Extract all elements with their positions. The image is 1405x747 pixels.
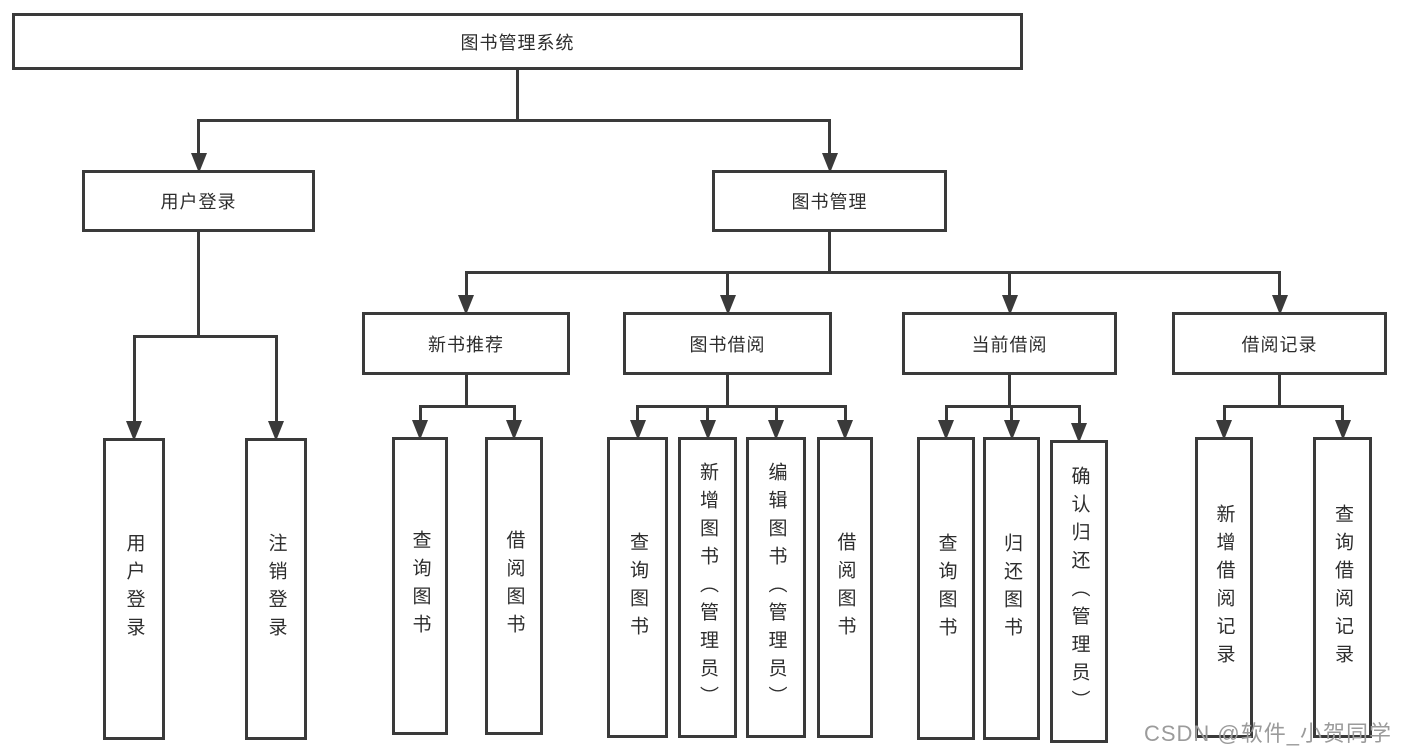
node-bb-query[interactable]: 查询图书 bbox=[607, 437, 668, 738]
node-rec-add-label: 新增借阅记录 bbox=[1213, 503, 1235, 672]
connector-line bbox=[516, 70, 519, 120]
arrowhead-icon bbox=[629, 420, 646, 440]
node-nb-borrow[interactable]: 借阅图书 bbox=[485, 437, 543, 735]
connector-line bbox=[774, 406, 778, 420]
connector-line bbox=[1077, 406, 1081, 423]
connector-line bbox=[726, 375, 729, 406]
node-bb-borrow[interactable]: 借阅图书 bbox=[817, 437, 873, 738]
node-bb-borrow-label: 借阅图书 bbox=[834, 531, 856, 644]
connector-line bbox=[706, 406, 709, 420]
arrowhead-icon bbox=[268, 421, 284, 441]
connector-line bbox=[828, 232, 831, 272]
connector-line bbox=[1278, 272, 1281, 295]
connector-line bbox=[843, 406, 847, 420]
node-cb-return[interactable]: 归还图书 bbox=[983, 437, 1040, 740]
node-cb-confirm-label: 确认归还（管理员） bbox=[1068, 465, 1090, 718]
connector-line bbox=[1222, 406, 1226, 420]
node-bb-edit[interactable]: 编辑图书（管理员） bbox=[746, 437, 806, 738]
connector-line bbox=[828, 120, 831, 153]
node-nb-borrow-label: 借阅图书 bbox=[503, 530, 525, 642]
csdn-watermark: CSDN @软件_小贺同学 bbox=[1143, 721, 1392, 746]
arrowhead-icon bbox=[821, 153, 838, 173]
arrowhead-icon bbox=[1216, 420, 1232, 440]
connector-line bbox=[1008, 375, 1011, 406]
arrowhead-icon bbox=[699, 420, 716, 440]
node-logout[interactable]: 注销登录 bbox=[245, 438, 307, 740]
connector-line bbox=[197, 232, 200, 336]
connector-line bbox=[512, 406, 516, 420]
node-current[interactable]: 当前借阅 bbox=[902, 312, 1117, 375]
connector-line bbox=[274, 336, 278, 421]
node-logout-label: 注销登录 bbox=[265, 533, 287, 645]
connector-line bbox=[464, 270, 1281, 274]
node-records[interactable]: 借阅记录 bbox=[1172, 312, 1387, 375]
node-mgmt[interactable]: 图书管理 bbox=[712, 170, 947, 232]
node-borrow[interactable]: 图书借阅 bbox=[623, 312, 832, 375]
connector-line bbox=[197, 118, 831, 122]
node-nb-query[interactable]: 查询图书 bbox=[392, 437, 448, 735]
node-newbook-label: 新书推荐 bbox=[428, 334, 504, 355]
connector-line bbox=[944, 406, 948, 420]
arrowhead-icon bbox=[768, 420, 784, 440]
arrowhead-icon bbox=[719, 295, 736, 315]
node-cb-query-label: 查询图书 bbox=[935, 532, 957, 645]
node-bb-query-label: 查询图书 bbox=[627, 531, 648, 644]
connector-line bbox=[726, 272, 729, 295]
arrowhead-icon bbox=[506, 420, 522, 440]
connector-line bbox=[1278, 375, 1281, 406]
connector-line bbox=[636, 406, 639, 420]
node-nb-query-label: 查询图书 bbox=[409, 530, 431, 642]
arrowhead-icon bbox=[938, 420, 954, 440]
node-current-label: 当前借阅 bbox=[971, 334, 1048, 355]
connector-line bbox=[1010, 406, 1013, 420]
node-cb-return-label: 归还图书 bbox=[1001, 532, 1022, 645]
arrowhead-icon bbox=[412, 420, 428, 440]
node-rec-add[interactable]: 新增借阅记录 bbox=[1195, 437, 1253, 738]
node-cb-confirm[interactable]: 确认归还（管理员） bbox=[1050, 440, 1108, 743]
arrowhead-icon bbox=[190, 153, 207, 173]
arrowhead-icon bbox=[837, 420, 853, 440]
node-borrow-label: 图书借阅 bbox=[689, 334, 766, 355]
node-root-label: 图书管理系统 bbox=[460, 32, 575, 53]
node-bb-add-label: 新增图书（管理员） bbox=[697, 461, 718, 714]
node-root[interactable]: 图书管理系统 bbox=[12, 13, 1023, 70]
node-login-label: 用户登录 bbox=[160, 192, 237, 212]
node-mgmt-label: 图书管理 bbox=[791, 192, 868, 212]
node-rec-query-label: 查询借阅记录 bbox=[1332, 503, 1353, 672]
arrowhead-icon bbox=[1001, 295, 1018, 315]
connector-line bbox=[464, 375, 468, 406]
connector-line bbox=[1222, 404, 1344, 408]
node-login[interactable]: 用户登录 bbox=[82, 170, 315, 232]
node-bb-add[interactable]: 新增图书（管理员） bbox=[678, 437, 737, 738]
node-records-label: 借阅记录 bbox=[1241, 334, 1318, 355]
node-user-login[interactable]: 用户登录 bbox=[103, 438, 165, 740]
connector-line bbox=[1341, 406, 1344, 420]
connector-line bbox=[418, 404, 516, 408]
arrowhead-icon bbox=[1071, 423, 1087, 443]
node-rec-query[interactable]: 查询借阅记录 bbox=[1313, 437, 1372, 738]
arrowhead-icon bbox=[1334, 420, 1351, 440]
connector-line bbox=[418, 406, 422, 420]
connector-line bbox=[132, 334, 278, 338]
connector-line bbox=[132, 336, 136, 421]
node-cb-query[interactable]: 查询图书 bbox=[917, 437, 975, 740]
node-user-login-label: 用户登录 bbox=[123, 533, 145, 645]
arrowhead-icon bbox=[458, 295, 474, 315]
node-newbook[interactable]: 新书推荐 bbox=[362, 312, 570, 375]
connector-line bbox=[1008, 272, 1011, 295]
connector-line bbox=[636, 404, 847, 408]
arrowhead-icon bbox=[1003, 420, 1020, 440]
arrowhead-icon bbox=[126, 421, 142, 441]
node-bb-edit-label: 编辑图书（管理员） bbox=[765, 461, 787, 714]
connector-line bbox=[197, 120, 200, 153]
connector-line bbox=[464, 272, 468, 295]
arrowhead-icon bbox=[1271, 295, 1288, 315]
